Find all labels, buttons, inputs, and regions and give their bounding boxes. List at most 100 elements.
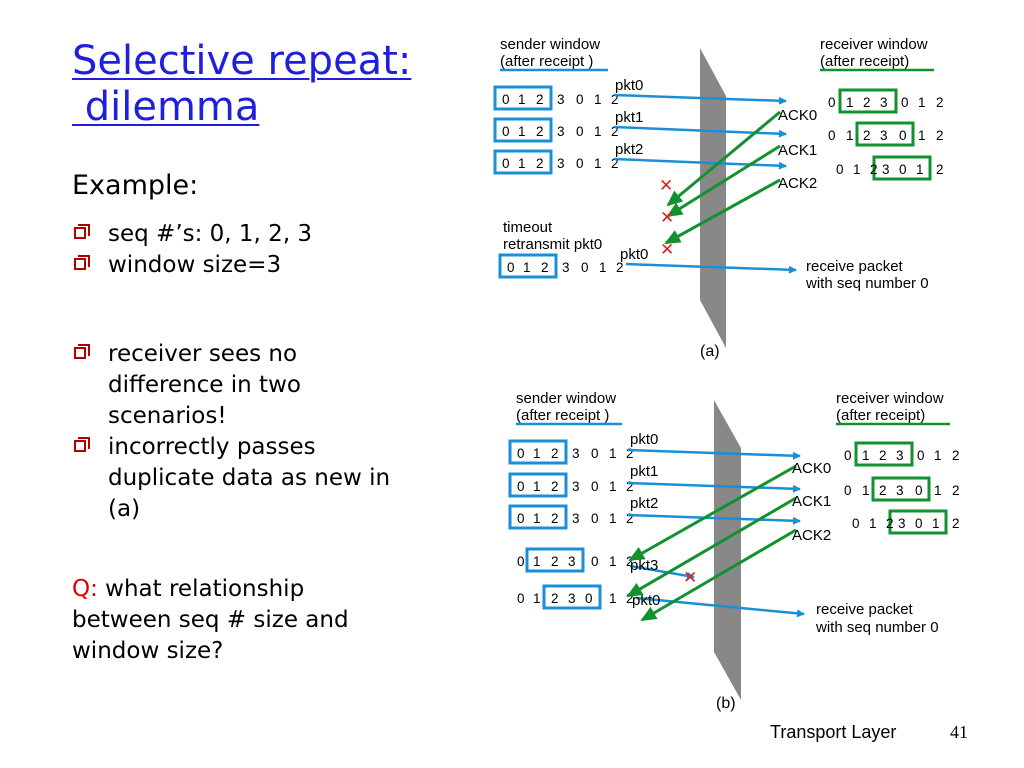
- seq-0: 0: [507, 260, 515, 275]
- seq-3: 3: [880, 128, 888, 143]
- seq-6: 2: [626, 479, 634, 494]
- seq-4: 0: [899, 128, 907, 143]
- window-box: [854, 441, 914, 467]
- seq-1: 1: [869, 516, 877, 531]
- seq-6: 2: [616, 260, 624, 275]
- seq-4: 0: [915, 516, 923, 531]
- pkt-label: pkt1: [630, 463, 658, 480]
- ack-arrow: [628, 464, 797, 562]
- seq-3: 3: [572, 511, 580, 526]
- question: Q: what relationship between seq # size …: [72, 574, 402, 667]
- bullet-text: receiver sees no difference in two scena…: [108, 341, 301, 429]
- receiver-window: 0 1 2 3 0 1 2: [844, 441, 960, 467]
- channel-wall: [714, 400, 741, 700]
- panel-a: sender window (after receipt ) receiver …: [493, 36, 944, 360]
- seq-2: 2: [551, 511, 559, 526]
- seq-3: 3: [568, 554, 576, 569]
- seq-5: 1: [934, 483, 942, 498]
- seq-6: 2: [626, 511, 634, 526]
- receive-note: with seq number 0: [805, 275, 929, 292]
- receiver-header: receiver window: [836, 390, 944, 407]
- window-box: [855, 121, 915, 147]
- packet-arrow: [613, 157, 787, 170]
- ack-label: ACK2: [778, 175, 817, 192]
- seq-4: 0: [581, 260, 589, 275]
- caption: (a): [700, 343, 720, 360]
- window-box: [493, 117, 553, 143]
- bullet-item: receiver sees no difference in two scena…: [72, 339, 412, 432]
- packet-arrow: [627, 481, 801, 493]
- pkt-label: pkt0: [615, 77, 643, 94]
- window-box: [493, 85, 553, 111]
- seq-5: 1: [932, 516, 940, 531]
- seq-4: 0: [591, 511, 599, 526]
- question-text: what relationship between seq # size and…: [72, 576, 349, 664]
- seq-3: 3: [896, 448, 904, 463]
- packet-arrow: [627, 513, 801, 525]
- seq-5: 1: [609, 591, 617, 606]
- seq-0: 0: [502, 124, 510, 139]
- seq-5: 1: [918, 128, 926, 143]
- sender-window: 0 1 2 3 0 1 2: [493, 149, 619, 175]
- seq-3: 3: [562, 260, 570, 275]
- window-box: [508, 439, 568, 465]
- ack-arrow: [666, 144, 781, 218]
- packet-arrow: [627, 448, 801, 460]
- seq-3: 3: [557, 92, 565, 107]
- seq-2: 2: [863, 95, 871, 110]
- bullet-box-icon: [74, 224, 90, 239]
- receiver-window: 0 1 2 3 0 1 2: [844, 476, 960, 502]
- seq-0: 0: [852, 516, 860, 531]
- seq-3: 3: [898, 516, 906, 531]
- ack-arrow: [666, 110, 781, 207]
- seq-4: 0: [591, 446, 599, 461]
- seq-1: 1: [533, 511, 541, 526]
- seq-1: 1: [533, 554, 541, 569]
- sender-window: 0 1 2 3 0 1 2: [517, 584, 634, 610]
- sender-header-sub: (after receipt ): [516, 407, 609, 424]
- ack-label: ACK1: [792, 493, 831, 510]
- seq-5: 1: [609, 511, 617, 526]
- seq-4: 0: [585, 591, 593, 606]
- loss-x-icon: ✕: [660, 240, 674, 259]
- title-line-1: Selective repeat:: [72, 38, 412, 84]
- seq-3: 3: [572, 479, 580, 494]
- title-line-2: dilemma: [72, 84, 260, 130]
- seq-2: 2: [536, 92, 544, 107]
- pkt-label: pkt1: [615, 109, 643, 126]
- sender-window: 0 1 2 3 0 1 2: [508, 504, 634, 530]
- seq-1: 1: [518, 156, 526, 171]
- window-box: [542, 584, 602, 610]
- packet-arrow: [629, 564, 695, 580]
- seq-6: 2: [626, 446, 634, 461]
- seq-1: 1: [862, 448, 870, 463]
- seq-5: 1: [934, 448, 942, 463]
- bullet-box-icon: [74, 437, 90, 452]
- seq-2: 2: [536, 124, 544, 139]
- packet-arrow: [635, 596, 805, 618]
- seq-4: 0: [591, 554, 599, 569]
- seq-4: 0: [901, 95, 909, 110]
- seq-5: 1: [594, 124, 602, 139]
- question-label: Q:: [72, 576, 98, 602]
- window-box: [498, 253, 558, 279]
- seq-0: 0: [828, 128, 836, 143]
- window-box: [493, 149, 553, 175]
- ack-label: ACK0: [792, 460, 831, 477]
- seq-1: 1: [533, 591, 541, 606]
- seq-6: 2: [952, 483, 960, 498]
- seq-4: 0: [576, 124, 584, 139]
- window-box: [508, 472, 568, 498]
- receiver-window: 0 1 2 3 0 1 2: [852, 509, 960, 535]
- receiver-header-sub: (after receipt): [820, 53, 909, 70]
- sender-window: 0 1 2 3 0 1 2: [517, 547, 634, 573]
- seq-1: 1: [533, 446, 541, 461]
- seq-5: 1: [609, 446, 617, 461]
- seq-2: 2: [879, 483, 887, 498]
- bullet-item: window size=3: [72, 250, 412, 281]
- seq-1: 1: [523, 260, 531, 275]
- sender-window: 0 1 2 3 0 1 2: [493, 117, 619, 143]
- seq-0: 0: [502, 156, 510, 171]
- pkt-label: pkt0: [632, 592, 660, 609]
